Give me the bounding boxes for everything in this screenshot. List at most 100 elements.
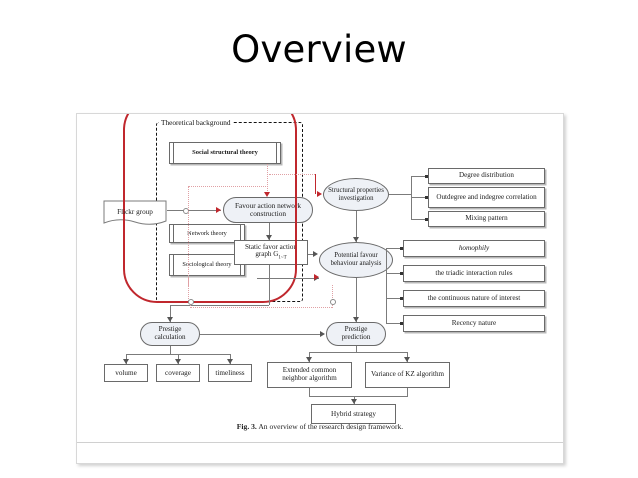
dotted-connector-network-theory <box>188 186 189 286</box>
metric-box-volume: volume <box>104 364 148 382</box>
node-label: Static favor action graph G1~T <box>244 242 297 261</box>
connector-algo1-down <box>309 388 310 396</box>
connector-calc-stem <box>170 346 171 354</box>
metric-label: timeliness <box>215 368 245 377</box>
arrowhead-to-favour <box>216 207 221 213</box>
output-label: Degree distribution <box>459 171 514 180</box>
connector-structural-to-potential <box>356 211 357 242</box>
arrowhead-to-prediction <box>353 317 359 322</box>
flickr-group-label: Flickr group <box>117 207 153 216</box>
algorithm-box-variance-of-kz: Variance of KZ algorithm <box>365 362 450 388</box>
node-label: Prestige calculation <box>154 325 186 341</box>
connector-prestige-calc-horizontal <box>170 305 269 306</box>
connector-dot <box>425 196 428 199</box>
caption-divider <box>77 442 563 443</box>
connector-prediction-stem <box>356 346 357 352</box>
connector-behaviour-branch-2 <box>386 273 403 274</box>
arrowhead-to-structural <box>317 191 322 197</box>
arrowhead-metric-2 <box>175 359 181 364</box>
node-label: Potential favour behaviour analysis <box>330 252 382 267</box>
connector-junction-dot <box>330 299 336 305</box>
algorithm-label: Variance of KZ algorithm <box>370 370 445 379</box>
node-structural-properties-investigation: Structural properties investigation <box>323 178 389 211</box>
dotted-connector-theory-horizontal <box>188 186 268 187</box>
output-box-continuous-nature-of-interest: the continuous nature of interest <box>403 290 545 307</box>
dotted-connector-sociological-theory <box>188 277 189 301</box>
connector-prestige-calc-drop <box>170 305 171 322</box>
algorithm-box-extended-common-neighbor: Extended common neighbor algorithm <box>267 362 352 388</box>
output-label: the continuous nature of interest <box>427 294 521 303</box>
node-potential-favour-behaviour-analysis: Potential favour behaviour analysis <box>319 242 393 278</box>
theory-box-label: Sociological theory <box>182 261 232 269</box>
connector-dot <box>400 322 403 325</box>
connector-structural-branch-3 <box>411 219 428 220</box>
document-shape-icon <box>103 200 167 225</box>
connector-structural-branch-1 <box>411 176 428 177</box>
connector-potential-lower <box>257 278 319 279</box>
node-static-favor-action-graph: Static favor action graph G1~T <box>234 240 308 265</box>
connector-graph-to-prestige-calc <box>269 265 270 305</box>
output-box-outdegree-indegree-correlation: Outdegree and indegree correlation <box>428 187 545 208</box>
connector-algorithms-bus <box>309 352 408 353</box>
output-label: the triadic interaction rules <box>435 269 513 278</box>
output-label: Recency nature <box>451 319 497 328</box>
algorithm-label: Extended common neighbor algorithm <box>282 366 337 382</box>
node-prestige-prediction: Prestige prediction <box>326 322 386 346</box>
arrowhead-metric-3 <box>227 359 233 364</box>
connector-behaviour-branch-1 <box>386 248 403 249</box>
graph-subscript: 1~T <box>278 255 287 261</box>
node-favour-action-network-construction: Favour action network construction <box>223 197 313 223</box>
arrowhead-social-theory <box>264 192 270 197</box>
figure-image: Theoretical background Flickr group Soci… <box>76 113 564 464</box>
output-box-mixing-pattern: Mixing pattern <box>428 211 545 227</box>
diagram-canvas: Theoretical background Flickr group Soci… <box>77 114 563 463</box>
connector-behaviour-branch-4 <box>386 323 403 324</box>
connector-calc-to-prediction <box>200 334 320 335</box>
arrowhead-algorithm-1 <box>306 357 312 362</box>
node-label: Structural properties investigation <box>328 186 384 202</box>
dotted-connector-social-theory <box>267 164 268 195</box>
node-label: Prestige prediction <box>341 325 371 341</box>
page-title: Overview <box>231 28 407 71</box>
figure-caption: Fig. 3. An overview of the research desi… <box>77 422 563 431</box>
theory-box-label: Social structural theory <box>192 149 258 157</box>
node-prestige-calculation: Prestige calculation <box>140 322 200 346</box>
output-box-triadic-interaction-rules: the triadic interaction rules <box>403 265 545 282</box>
connector-dot <box>400 272 403 275</box>
output-box-recency-nature: Recency nature <box>403 315 545 332</box>
output-box-degree-distribution: Degree distribution <box>428 168 545 184</box>
connector-dot <box>400 297 403 300</box>
node-label: Hybrid strategy <box>331 409 376 418</box>
metric-label: coverage <box>165 368 191 377</box>
arrowhead-algorithm-2 <box>404 357 410 362</box>
connector-behaviour-branch-3 <box>386 298 403 299</box>
connector-dot <box>425 218 428 221</box>
dotted-connector-bottom-right <box>332 285 333 308</box>
node-label: Favour action network construction <box>234 200 302 218</box>
caption-text: An overview of the research design frame… <box>258 422 404 431</box>
arrowhead-structural-to-potential <box>353 237 359 242</box>
connector-dot <box>400 247 403 250</box>
output-label: homophily <box>458 244 490 253</box>
arrowhead-to-hybrid <box>351 399 357 404</box>
arrowhead-metric-1 <box>123 359 129 364</box>
dotted-connector-to-structural <box>269 174 315 175</box>
caption-label: Fig. 3. <box>236 422 257 431</box>
connector-structural-out <box>389 194 411 195</box>
arrowhead-to-potential <box>313 251 318 257</box>
arrowhead-to-prestige-calc <box>167 317 173 322</box>
metric-box-timeliness: timeliness <box>208 364 252 382</box>
connector-hybrid-bus <box>309 396 408 397</box>
theory-box-label: Network theory <box>187 229 227 237</box>
arrowhead-calc-to-prediction <box>320 331 325 337</box>
output-label: Mixing pattern <box>465 214 508 223</box>
connector-graph-to-potential <box>308 254 316 255</box>
output-label: Outdegree and indegree correlation <box>436 192 537 201</box>
node-hybrid-strategy: Hybrid strategy <box>311 404 396 424</box>
connector-junction-dot <box>188 299 194 305</box>
connector-structural-branch-2 <box>411 197 428 198</box>
flickr-group-node: Flickr group <box>103 200 167 228</box>
theory-box-social-structural: Social structural theory <box>169 142 281 164</box>
connector-behaviour-bus <box>386 248 387 324</box>
